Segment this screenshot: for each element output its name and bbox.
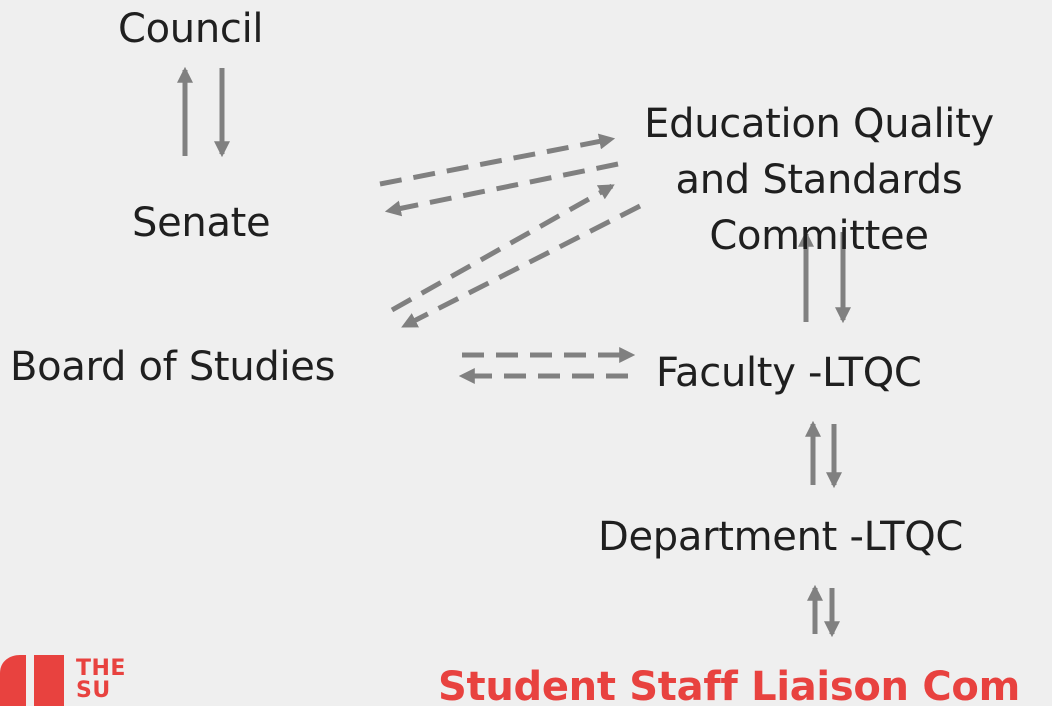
eqsc-to-senate-dashed-arrow bbox=[384, 161, 619, 217]
faculty-ltqc-node: Faculty -LTQC bbox=[656, 344, 922, 402]
department-ltqc-label: Department -LTQC bbox=[598, 514, 964, 560]
senate-to-eqsc-dashed-arrow bbox=[379, 133, 616, 187]
logo-line-2: SU bbox=[76, 678, 111, 703]
board-of-studies-node: Board of Studies bbox=[10, 338, 335, 396]
board-of-studies-label: Board of Studies bbox=[10, 344, 336, 390]
sslc-node: Student Staff Liaison Com bbox=[438, 658, 1020, 706]
council-label: Council bbox=[118, 6, 264, 52]
council-node: Council bbox=[118, 0, 264, 58]
sslc-label: Student Staff Liaison Com bbox=[438, 664, 1020, 706]
su-logo-mark-icon bbox=[0, 655, 64, 706]
senate-label: Senate bbox=[132, 200, 271, 246]
logo-line-1: THE bbox=[76, 656, 126, 681]
department-ltqc-node: Department -LTQC bbox=[598, 508, 963, 566]
senate-node: Senate bbox=[132, 194, 271, 252]
eqsc-label: Education Quality and Standards Committe… bbox=[644, 101, 994, 259]
eqsc-node: Education Quality and Standards Committe… bbox=[606, 40, 1032, 264]
board-to-eqsc-dashed-arrow bbox=[390, 183, 615, 313]
su-logo-text: THE SU bbox=[76, 658, 126, 702]
faculty-ltqc-label: Faculty -LTQC bbox=[656, 350, 922, 396]
eqsc-to-board-dashed-arrow bbox=[401, 203, 642, 329]
